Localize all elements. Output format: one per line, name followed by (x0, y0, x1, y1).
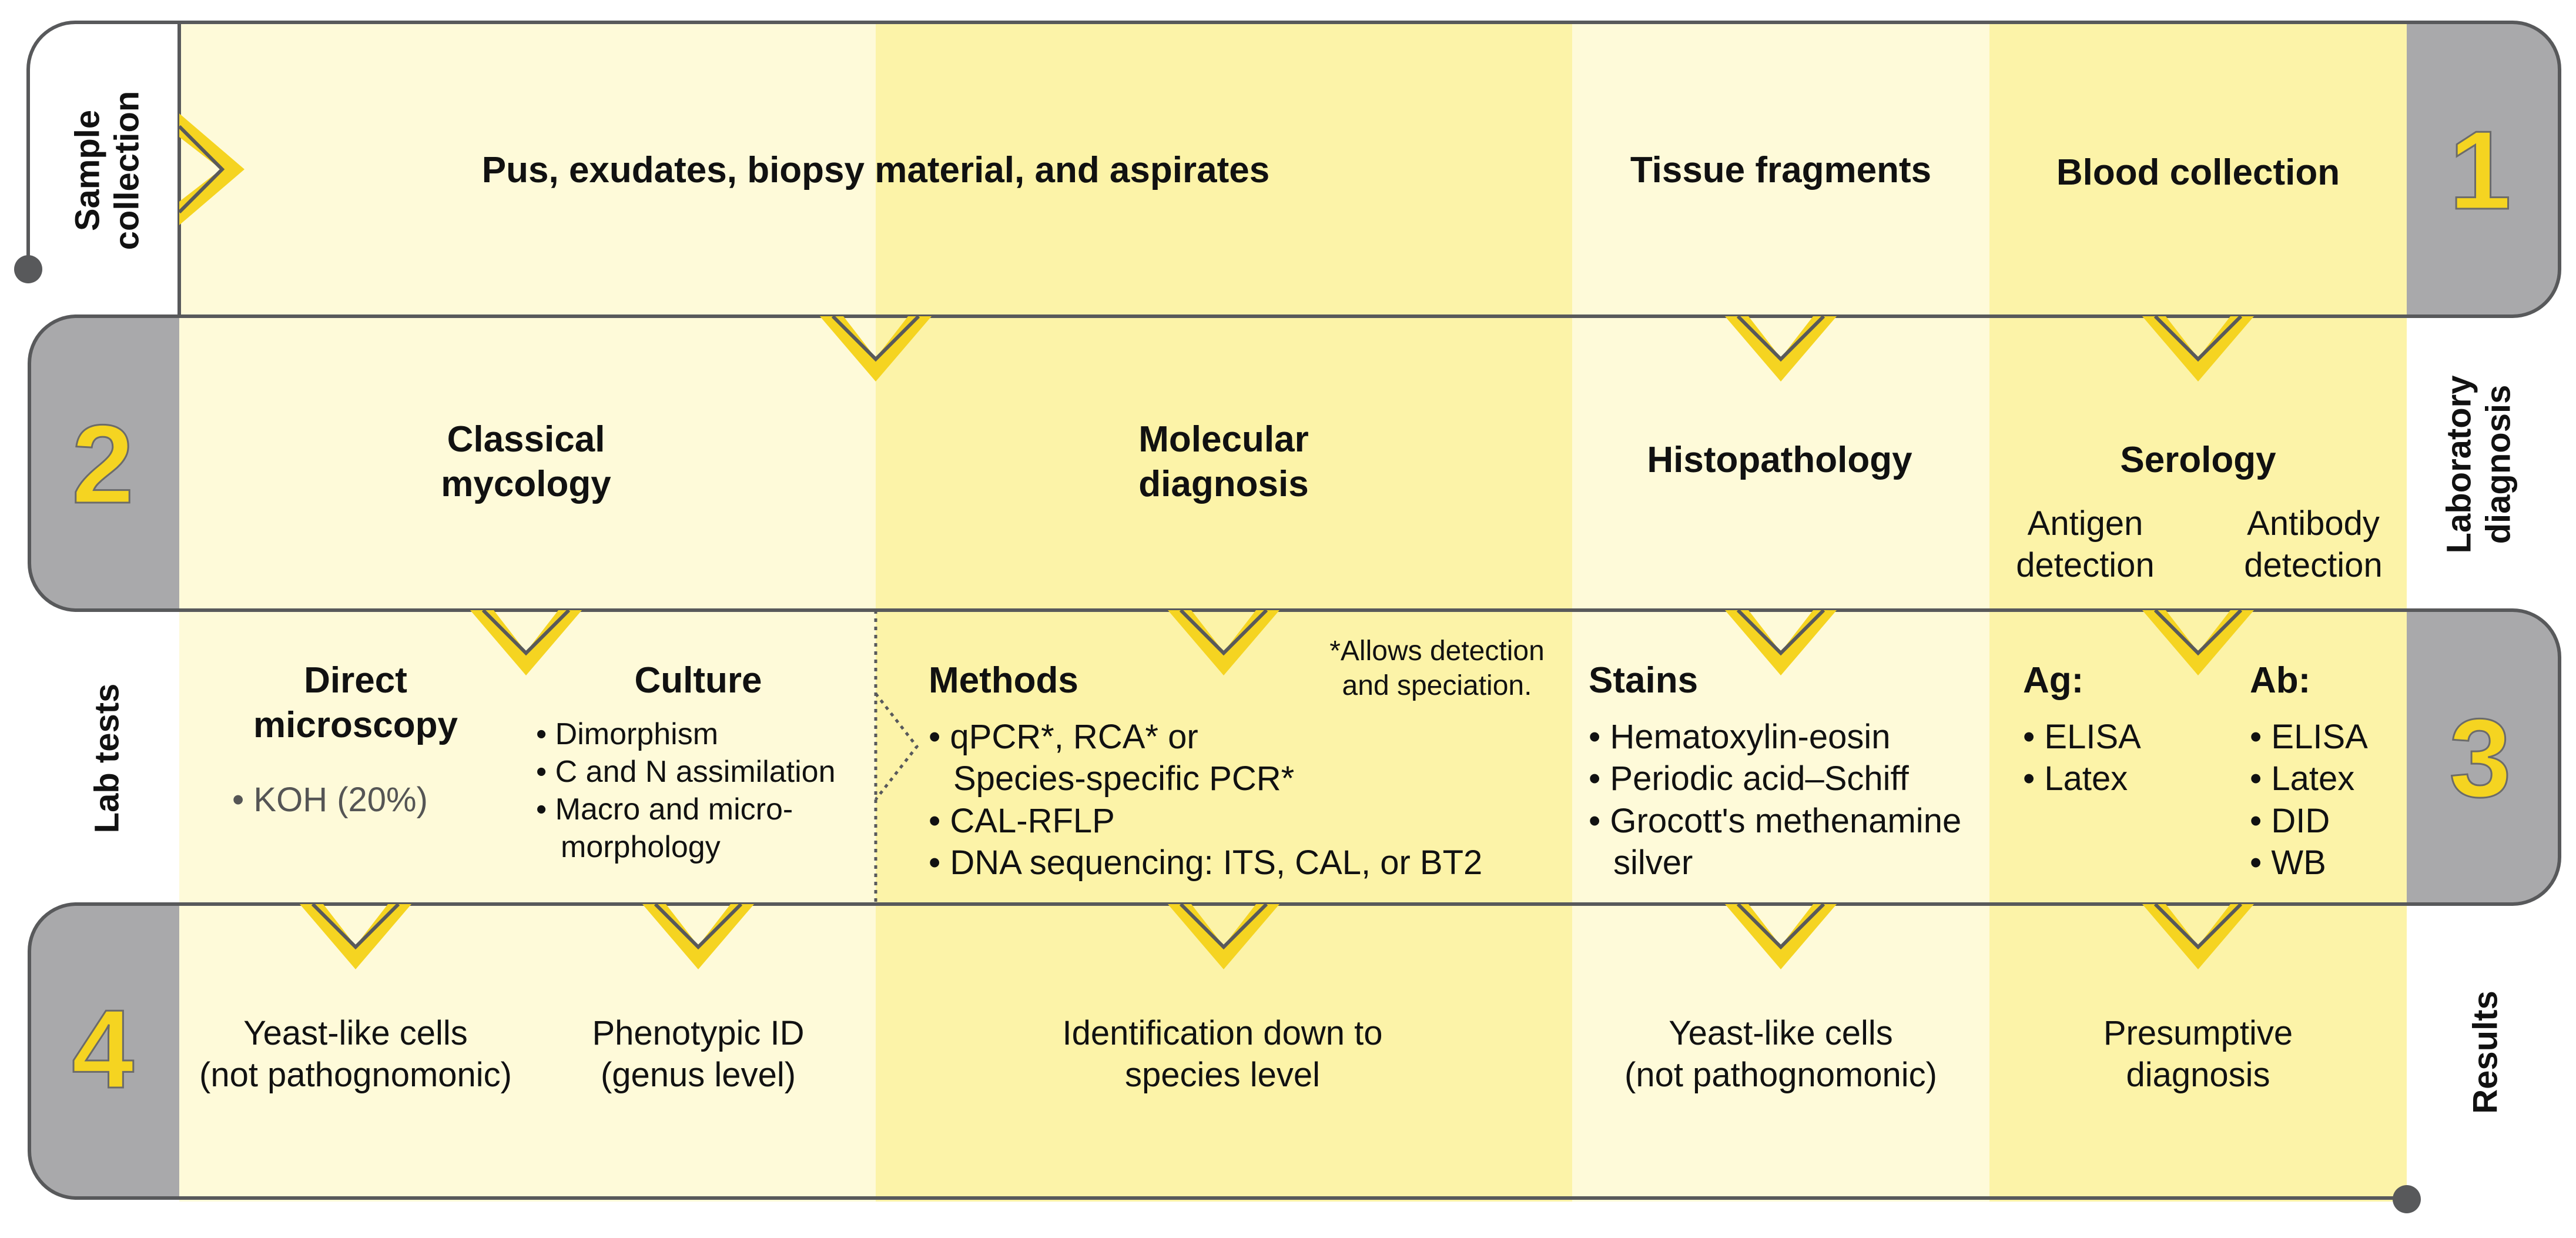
stage-number-2: 2 (71, 401, 135, 528)
stage-band-3 (2407, 610, 2560, 904)
methods-title: Methods (929, 660, 1078, 701)
antigen-test-item: • Latex (2023, 759, 2128, 798)
direct-microscopy-title: Direct microscopy (253, 660, 458, 746)
direct-microscopy-item: • KOH (20%) (232, 781, 428, 819)
culture-title: Culture (634, 660, 762, 701)
chevron-blood-to-serology-outline (2153, 314, 2243, 362)
stains-item: • Periodic acid–Schiff (1589, 759, 1909, 798)
culture-item: • C and N assimilation (536, 754, 836, 789)
methods-item: • qPCR*, RCA* or Species-specific PCR* (929, 718, 1295, 798)
stains-title: Stains (1589, 660, 1699, 701)
stage-label-laboratory-diagnosis: Laboratory diagnosis (2440, 375, 2517, 554)
molecular-divider-notch (875, 692, 919, 801)
antibody-test-item: • DID (2250, 801, 2330, 840)
end-dot (2393, 1185, 2421, 1213)
start-dot (14, 255, 42, 283)
stage-band-2 (29, 316, 179, 610)
direct-microscopy-list: • KOH (20%) (232, 779, 428, 821)
chevron-stains-to-result-outline (1736, 902, 1825, 950)
antibody-tests-list: • ELISA• Latex• DID• WB (2250, 716, 2368, 884)
result-yeast-like-cells-2: Yeast-like cells (not pathognomonic) (1624, 1014, 1937, 1095)
methods-item: • DNA sequencing: ITS, CAL, or BT2 (929, 843, 1483, 882)
result-presumptive-diagnosis: Presumptive diagnosis (2103, 1014, 2293, 1095)
stage-number-4: 4 (71, 986, 135, 1113)
result-yeast-like-cells-1: Yeast-like cells (not pathognomonic) (199, 1014, 512, 1095)
chevron-tissue-to-histo-outline (1736, 314, 1825, 362)
result-identification-species: Identification down to species level (1062, 1014, 1383, 1095)
antigen-test-item: • ELISA (2023, 718, 2141, 756)
serology-antibody-detection: Antibody detection (2244, 504, 2383, 585)
stage-label-lab-tests: Lab tests (88, 683, 126, 834)
antibody-tests-title: Ab: (2250, 660, 2311, 701)
chevron-serology-to-tests-outline (2153, 608, 2243, 656)
diagnosis-classical-mycology: Classical mycology (441, 419, 611, 505)
culture-item: • Macro and micro- morphology (536, 792, 793, 864)
stage-band-1 (2407, 22, 2560, 316)
diagnosis-serology: Serology (2120, 440, 2276, 480)
antibody-test-item: • ELISA (2250, 718, 2368, 756)
stage-band-4 (29, 904, 179, 1198)
culture-list: • Dimorphism• C and N assimilation• Macr… (536, 716, 836, 866)
chevron-culture-to-result-outline (654, 902, 743, 950)
antigen-tests-list: • ELISA• Latex (2023, 716, 2141, 800)
serology-antigen-detection: Antigen detection (2016, 504, 2155, 585)
sample-blood: Blood collection (2056, 152, 2340, 193)
chevron-histo-to-stains-outline (1736, 608, 1825, 656)
methods-list: • qPCR*, RCA* or Species-specific PCR*• … (929, 716, 1482, 884)
chevron-pus-to-molecular-outline (831, 314, 920, 362)
methods-note: *Allows detection and speciation. (1329, 635, 1545, 702)
result-phenotypic-id: Phenotypic ID (genus level) (592, 1014, 805, 1095)
stage-number-3: 3 (2448, 695, 2513, 822)
antigen-tests-title: Ag: (2023, 660, 2084, 701)
stains-item: • Hematoxylin-eosin (1589, 718, 1891, 756)
sample-pus: Pus, exudates, biopsy material, and aspi… (481, 150, 1270, 190)
chevron-sample-start-outline (177, 125, 225, 214)
chevron-molecular-to-methods-outline (1179, 608, 1268, 656)
stage-number-1: 1 (2448, 108, 2513, 234)
antibody-test-item: • WB (2250, 843, 2326, 882)
chevron-serology-to-result-outline (2153, 902, 2243, 950)
chevron-classical-to-tests-outline (481, 608, 571, 656)
culture-item: • Dimorphism (536, 717, 719, 751)
chevron-direct-to-result-outline (311, 902, 400, 950)
diagnosis-histopathology: Histopathology (1647, 440, 1912, 480)
stage-label-sample-collection: Sample collection (68, 91, 146, 250)
chevron-methods-to-result-outline (1179, 902, 1268, 950)
stage-label-results: Results (2466, 991, 2505, 1114)
antibody-test-item: • Latex (2250, 759, 2355, 798)
stains-list: • Hematoxylin-eosin• Periodic acid–Schif… (1589, 716, 1961, 884)
stains-item: • Grocott's methenamine silver (1589, 801, 1962, 882)
flow-outline (26, 21, 2561, 1200)
sample-tissue: Tissue fragments (1630, 150, 1932, 190)
methods-item: • CAL-RFLP (929, 801, 1115, 840)
diagnosis-molecular: Molecular diagnosis (1138, 419, 1309, 505)
